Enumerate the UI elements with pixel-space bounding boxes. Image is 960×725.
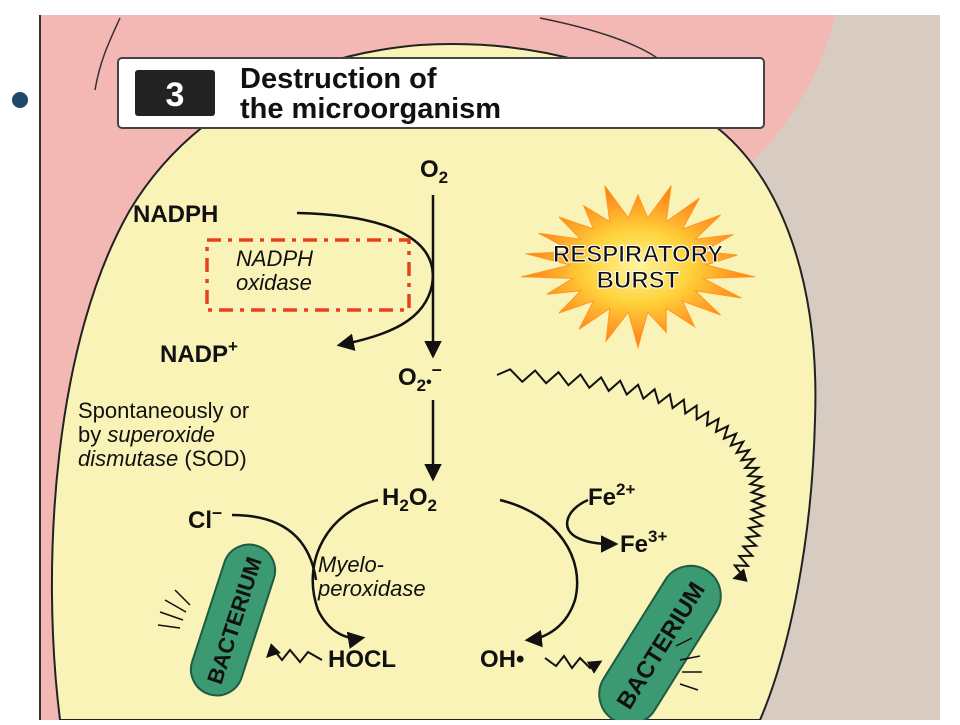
nadp-label: NADP+ [160, 337, 238, 368]
fe2-label: Fe2+ [588, 480, 635, 511]
hydroxyl-radical-label: OH• [480, 646, 524, 673]
o2-label: O2 [420, 156, 448, 187]
respiratory-burst-starburst: RESPIRATORY BURST [521, 185, 755, 350]
nadph-oxidase-label-line2: oxidase [236, 270, 312, 295]
h2o2-to-oh-arrow [499, 498, 579, 648]
oh-to-bacterium-zigzag [544, 654, 603, 674]
chloride-label: Cl– [188, 502, 222, 534]
h2o2-to-hocl-arrow [311, 498, 379, 649]
sod-note-line2: by superoxide [78, 422, 215, 447]
superoxide-label: O2•– [398, 359, 442, 395]
nadph-oxidase-label-line1: NADPH [236, 246, 313, 271]
bacterium-left-damage-lines [157, 589, 191, 629]
burst-label-line2: BURST [597, 267, 680, 294]
nadph-oxidase-highlight-box [205, 238, 411, 312]
fe-conversion-arrow [565, 498, 619, 553]
burst-label-line1: RESPIRATORY [553, 241, 723, 268]
hocl-label: HOCL [328, 646, 396, 673]
step-title-line2: the microorganism [240, 93, 501, 125]
fe3-label: Fe3+ [620, 527, 667, 558]
chloride-input-arrow [231, 513, 318, 581]
myeloperoxidase-label-line2: peroxidase [317, 576, 426, 601]
step-number: 3 [166, 76, 185, 114]
sod-note-line3: dismutase (SOD) [78, 446, 247, 471]
sod-note-line1: Spontaneously or [78, 398, 249, 423]
bacterium-right-damage-lines [675, 637, 702, 691]
h2o2-label: H2O2 [382, 484, 437, 515]
bacterium-right: BACTERIUM [598, 564, 722, 725]
hocl-to-bacterium-zigzag [266, 643, 323, 664]
nadph-oxidation-arrow [296, 211, 435, 351]
superoxide-to-bacterium-zigzag [496, 368, 767, 582]
nadph-label: NADPH [133, 201, 218, 228]
bullet-dot [12, 92, 28, 108]
myeloperoxidase-label-line1: Myelo- [318, 552, 384, 577]
step-number-badge [135, 70, 215, 116]
step-title-line1: Destruction of [240, 63, 437, 95]
step-header-box [117, 57, 765, 129]
